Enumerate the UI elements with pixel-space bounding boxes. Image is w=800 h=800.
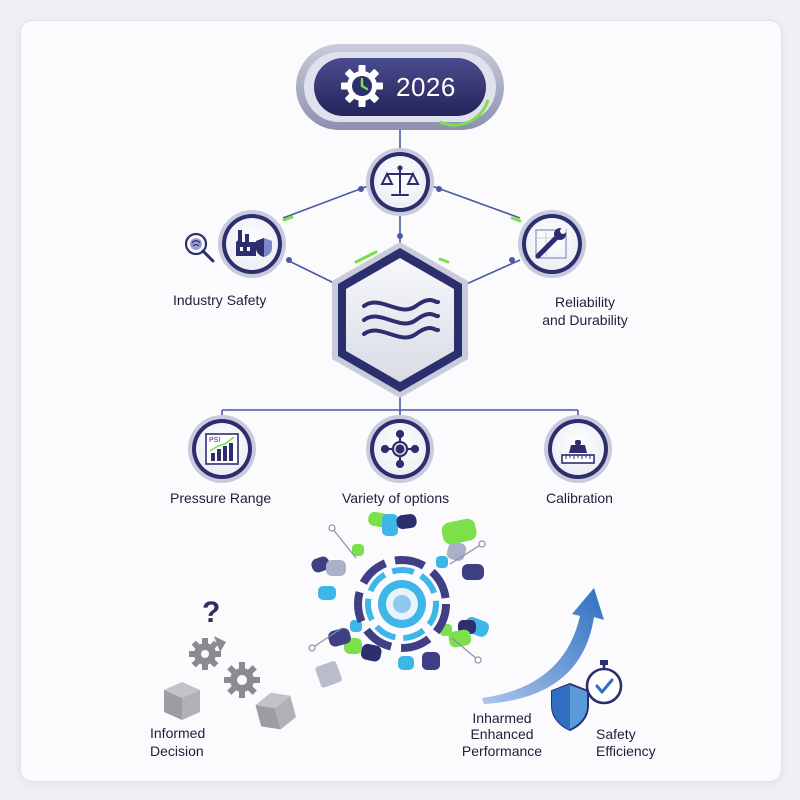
reliability-node: [518, 210, 586, 278]
shield-icon: [551, 682, 589, 732]
calibration-label: Calibration: [546, 490, 613, 506]
reliability-label-line2: and Durability: [542, 312, 628, 328]
reliability-label-line1: Reliability: [555, 294, 615, 310]
gears-icon: [189, 636, 260, 698]
year-badge-label: 2026: [396, 72, 456, 102]
top-node: [366, 148, 434, 216]
pressure-range-node: PSI: [188, 415, 256, 483]
center-hexagon: [332, 242, 468, 398]
wrench-blueprint-icon: [535, 228, 567, 259]
waves-icon: [362, 297, 440, 340]
safety-efficiency-line1: Safety: [596, 726, 636, 742]
psi-chart-icon: PSI: [205, 433, 239, 465]
variety-node: [366, 415, 434, 483]
gear-clock-icon: [341, 65, 383, 107]
question-mark-icon: ?: [202, 596, 221, 629]
performance-line2: Enhanced: [470, 726, 534, 742]
diagram-card: [20, 20, 782, 782]
safety-efficiency-line2: Efficiency: [596, 743, 656, 759]
variety-label: Variety of options: [342, 490, 450, 506]
factory-shield-icon: [236, 230, 272, 257]
performance-line1: Inharmed: [472, 710, 532, 726]
cube-left-icon: [164, 682, 200, 720]
industry-safety-node: [218, 210, 286, 278]
calibration-node: [544, 415, 612, 483]
weight-scale-icon: [561, 440, 595, 464]
performance-line3: Performance: [461, 743, 543, 759]
cube-right-icon: [255, 692, 296, 730]
growth-arrow-icon: [482, 588, 604, 704]
pressure-range-label: Pressure Range: [170, 490, 272, 506]
magnifier-brain-icon: [184, 232, 215, 263]
scales-icon: [380, 165, 420, 196]
stopwatch-check-icon: [585, 660, 623, 705]
informed-decision-line2: Decision: [150, 743, 204, 759]
network-hub-icon: [380, 429, 420, 469]
psi-label: PSI: [209, 437, 220, 444]
year-badge: [296, 44, 504, 130]
abstract-data-burst: [308, 511, 489, 688]
industry-safety-label: Industry Safety: [173, 292, 267, 308]
informed-decision-line1: Informed: [150, 725, 206, 741]
